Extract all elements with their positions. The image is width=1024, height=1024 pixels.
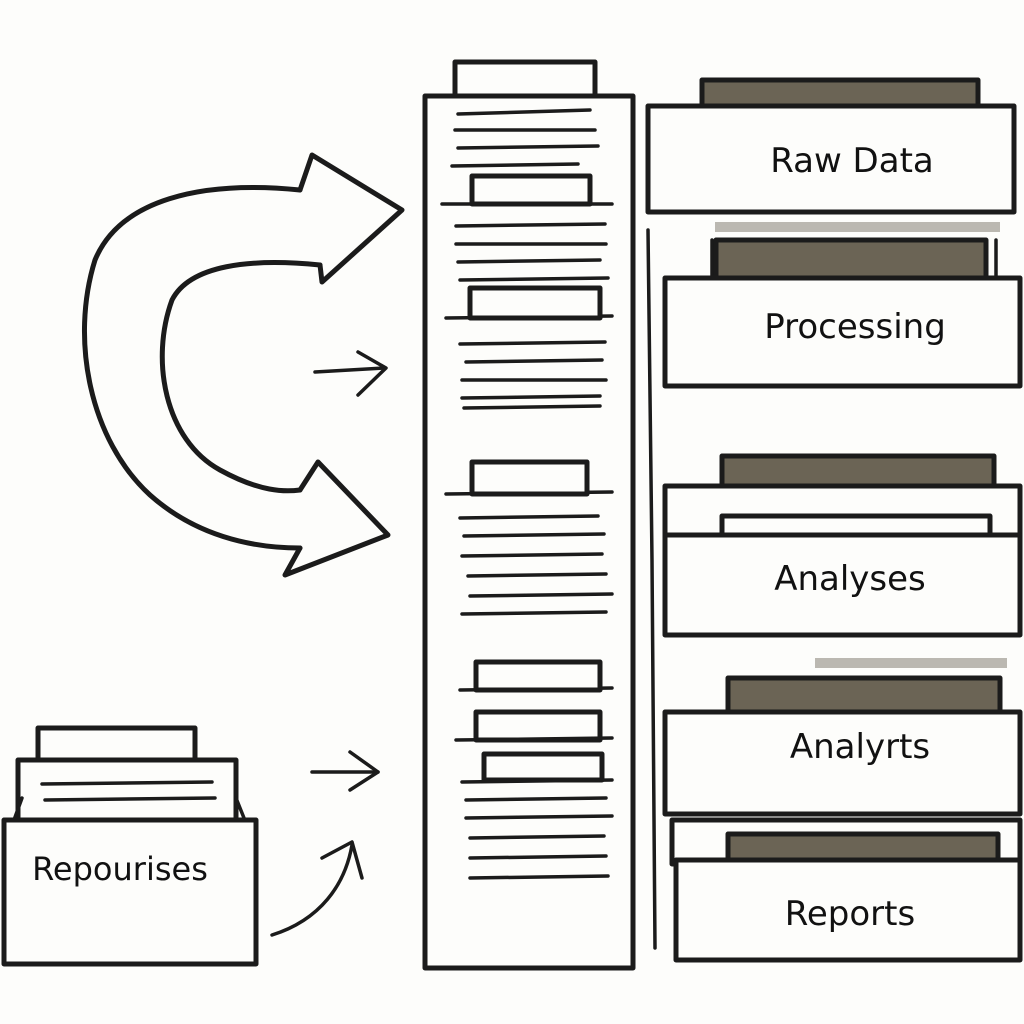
folder-analyses	[662, 453, 1023, 638]
folder-body	[645, 103, 1017, 215]
folder-body	[662, 532, 1023, 638]
label-repourises: Repourises	[32, 850, 208, 888]
label-analyses: Analyses	[774, 559, 926, 599]
folder-tab	[719, 453, 997, 489]
folder-raw-data	[645, 77, 1017, 215]
folder-tab	[725, 675, 1003, 715]
folder-tab	[713, 237, 989, 281]
stack-tab-2	[469, 173, 593, 207]
curved-arrow-from-repourises	[270, 840, 364, 937]
folder-reports	[669, 817, 1023, 963]
folder-body	[662, 275, 1023, 389]
central-file-stack	[422, 59, 636, 971]
folder-tab	[35, 725, 198, 765]
folder-processing	[662, 222, 1023, 389]
curved-arrow-top	[81, 152, 405, 551]
stack-tab-5	[473, 659, 603, 693]
folder-repourises	[1, 725, 259, 967]
folder-body	[1, 817, 259, 967]
stack-tab-4	[469, 459, 590, 497]
stack-tab-6	[473, 709, 603, 743]
curved-arrow-bottom-head	[282, 459, 391, 578]
label-raw-data: Raw Data	[770, 141, 934, 181]
label-reports: Reports	[785, 894, 915, 934]
separator-line	[646, 228, 657, 950]
folder-analyrts	[662, 658, 1023, 817]
small-arrow-lower	[310, 750, 380, 792]
folder-tab	[725, 831, 1001, 863]
stack-tab-7	[481, 751, 605, 783]
stack-tab-3	[467, 285, 603, 321]
folder-body	[673, 857, 1023, 963]
stack-body	[422, 93, 636, 971]
label-processing: Processing	[764, 307, 946, 347]
label-analyrts: Analyrts	[790, 727, 930, 767]
small-arrow-middle	[313, 350, 388, 397]
folder-sheet	[15, 757, 239, 825]
folder-body	[662, 709, 1023, 817]
